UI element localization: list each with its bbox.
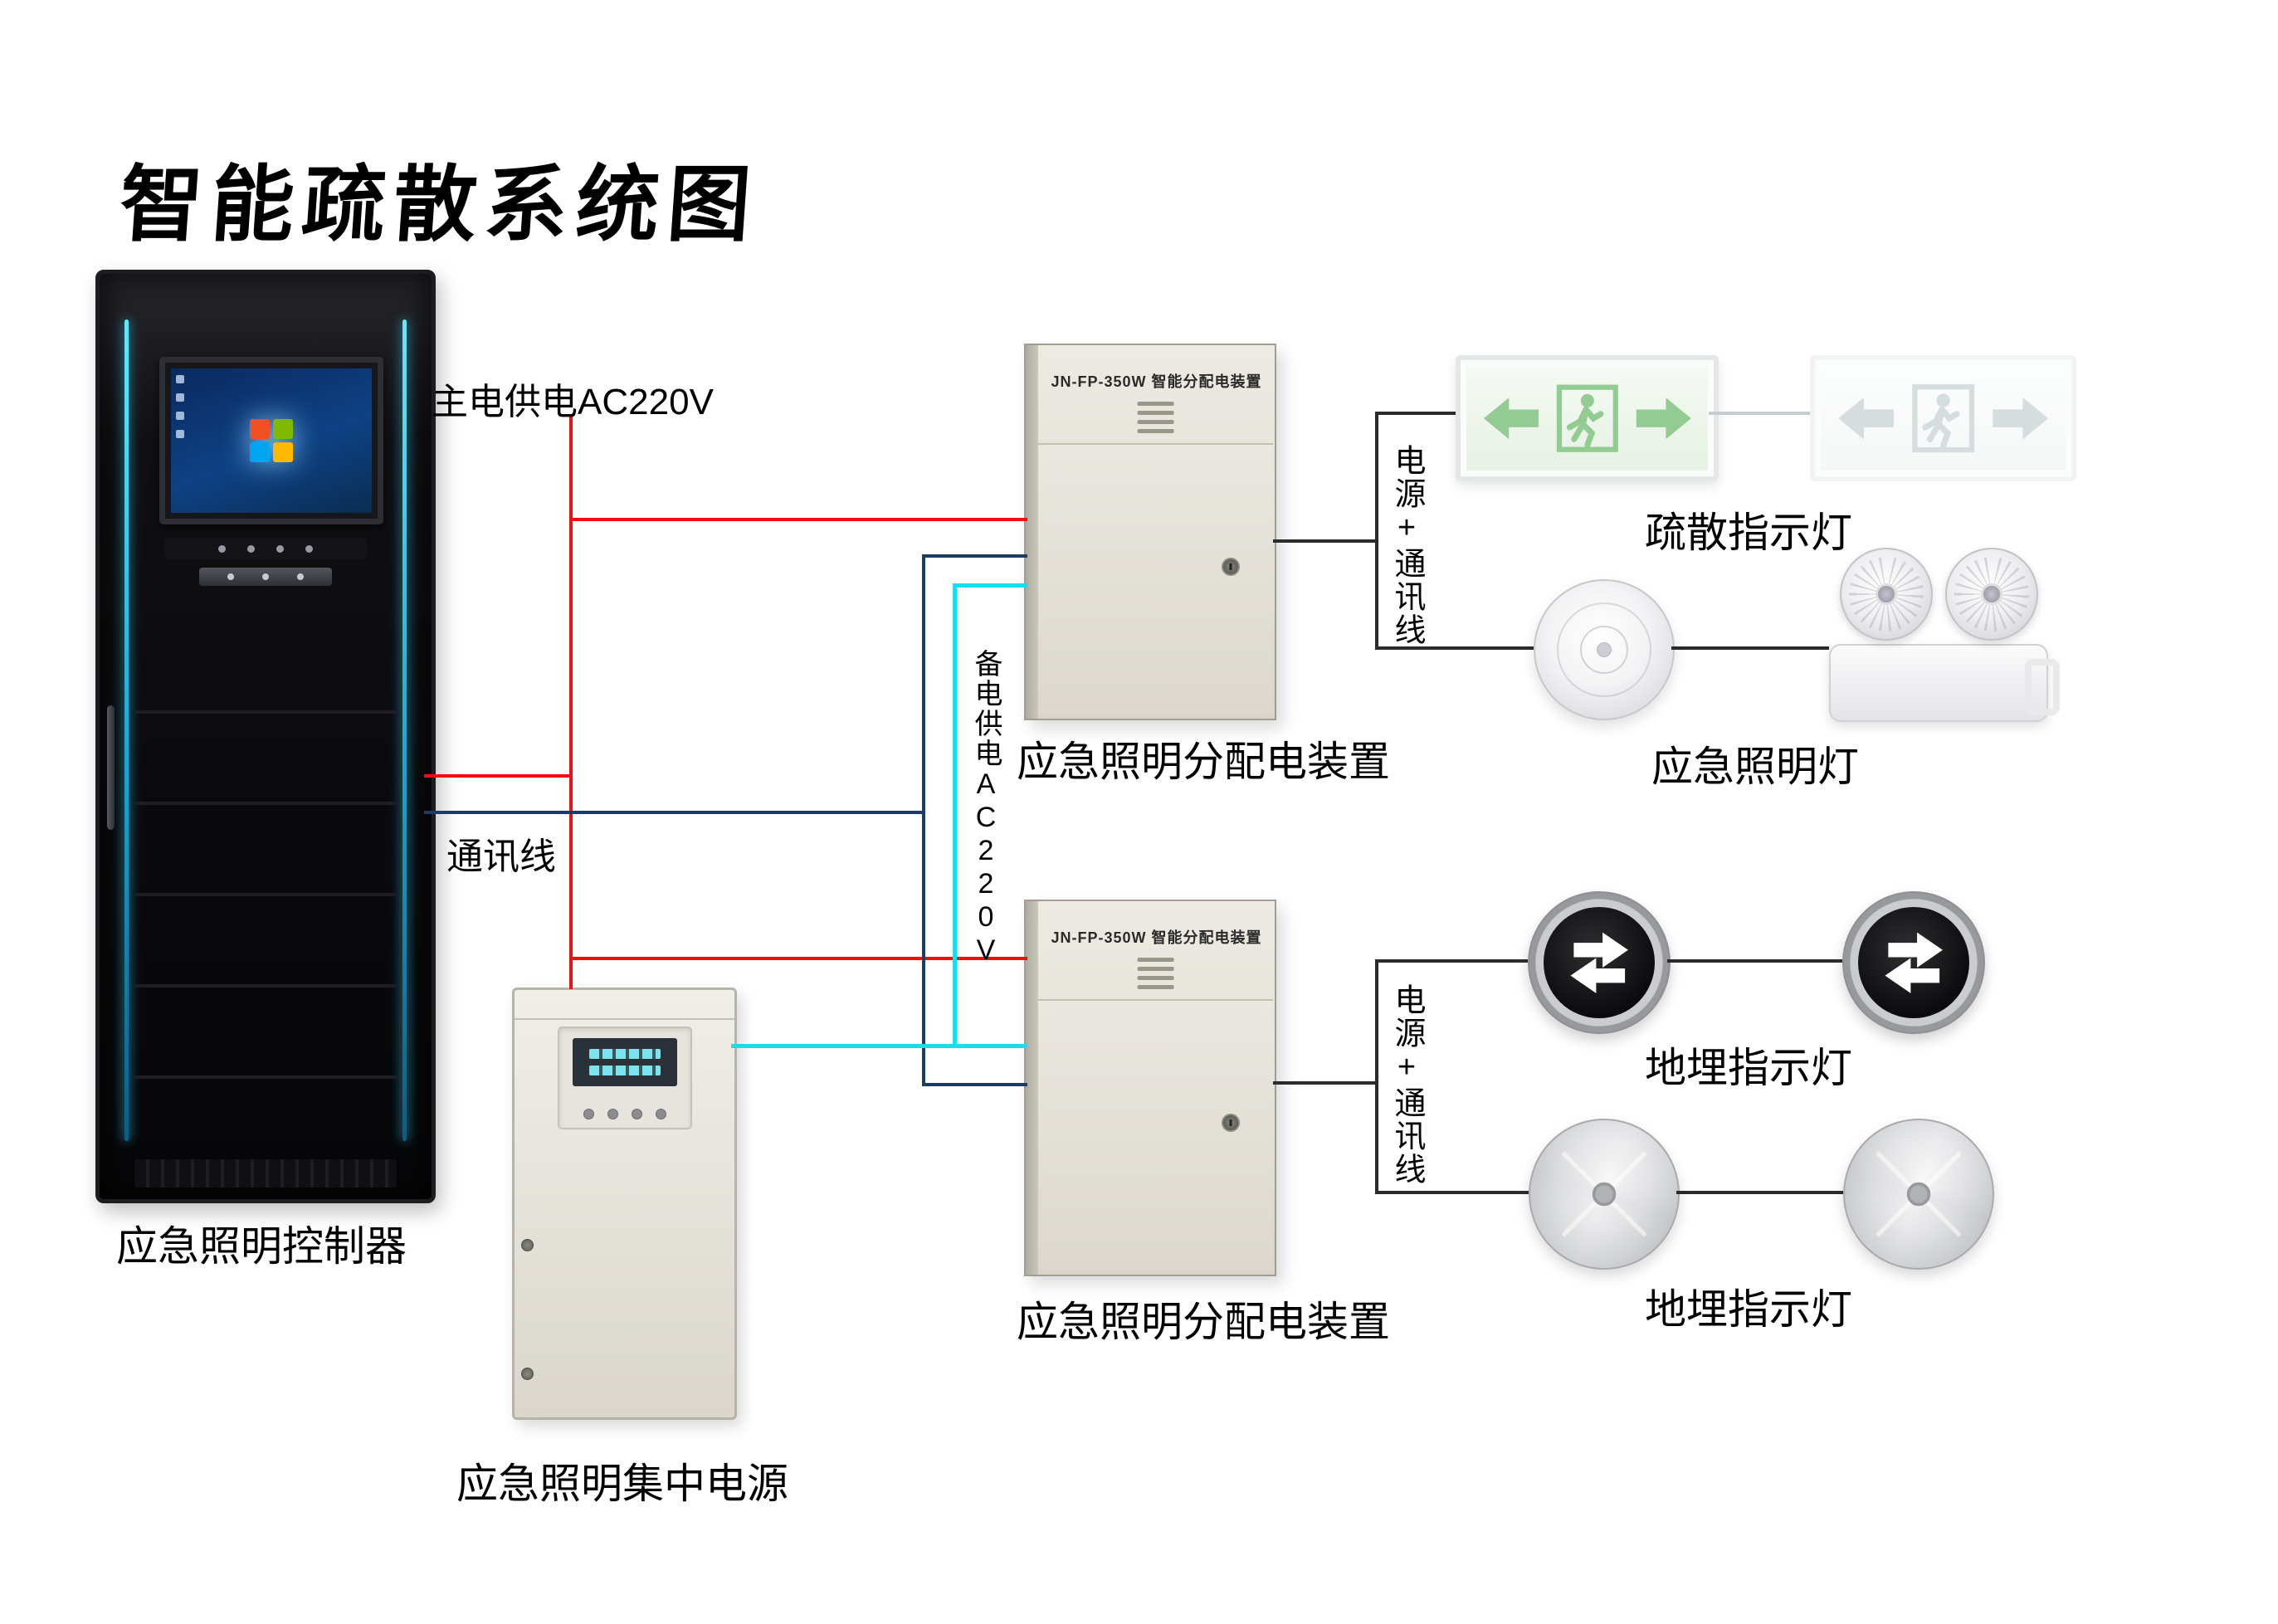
connector-to-black-light [1375,959,1528,963]
power-lcd-screen [573,1038,677,1086]
wire-comm-horizontal [424,811,925,814]
connector-sign-to-sign [1709,412,1810,415]
ground-light-pattern [1561,1151,1647,1237]
comm-label: 通讯线 [446,836,556,877]
ground-arrow-light-1 [1528,891,1671,1034]
controller-monitor [159,357,383,524]
double-arrow-icon [1885,932,1943,993]
wire-comm-to-box-top [922,554,1027,558]
twin-spot-emergency-light [1829,644,2060,722]
light-core [1544,907,1655,1018]
exit-sign-1 [1456,355,1719,481]
running-man-icon [1922,393,1960,449]
exit-sign-2 [1810,355,2076,481]
rack-shelves [134,622,397,1137]
backup-power-label: 备电供电AC220V [970,649,1002,968]
controller-cabinet [95,270,436,1203]
indicator-rows [1137,402,1174,433]
wire-comm-vertical [922,554,925,1086]
exit-sign-face [1466,366,1708,471]
light-core [1858,907,1969,1018]
connector-round-to-twin [1671,646,1829,650]
cabinet-seam [515,1018,734,1020]
wire-main-power-to-box-bottom [569,957,1027,960]
central-power-label: 应急照明集中电源 [456,1461,788,1507]
door-lock-icon [521,1239,534,1251]
wire-backup-vertical [953,583,957,1048]
distribution-box-model: JN-FP-350W 智能分配电装置 [1051,373,1262,390]
connector-boxtop-out [1273,539,1378,543]
box-door [1038,999,1273,1270]
cabinet-door-handle [107,705,115,830]
exit-sign-face [1821,366,2066,471]
ground-light-top-label: 地埋指示灯 [1645,1045,1852,1091]
box-side-face [1026,345,1038,719]
double-arrow-icon [1570,932,1628,993]
door-lock-icon [1222,558,1240,577]
central-power-cabinet [512,988,737,1420]
door-lock-icon [1222,1114,1240,1133]
door-frame-icon [1556,384,1618,452]
power-comm-bottom-label: 电源+通讯线 [1389,983,1424,1186]
box-side-face [1026,901,1038,1275]
distribution-box-model: JN-FP-350W 智能分配电装置 [1051,929,1262,946]
emergency-light-label: 应急照明灯 [1651,744,1859,790]
distribution-box-bottom-label: 应急照明分配电装置 [1017,1299,1390,1345]
carry-handle [2025,659,2060,715]
connector-top-vertical [1375,412,1378,650]
diagram-title: 智能疏散系统图 [116,159,763,251]
arrow-right-icon [1993,397,2048,440]
ground-light-bottom-label: 地埋指示灯 [1645,1286,1852,1333]
power-display-panel [558,1027,692,1129]
cabinet-button-panel [164,538,367,559]
connector-black-to-black [1667,959,1842,963]
distribution-box-top: JN-FP-350W 智能分配电装置 [1024,344,1276,720]
lamp-head-right [1945,548,2038,641]
wire-backup-horizontal [731,1044,1027,1048]
cabinet-led-strip-left [124,319,129,1141]
lamp-head-left [1840,548,1933,641]
cabinet-knob-panel [199,568,332,586]
monitor-screen [171,368,372,513]
exit-pictogram [1838,383,2048,453]
distribution-box-top-label: 应急照明分配电装置 [1017,739,1390,785]
cabinet-led-strip-right [402,319,407,1141]
power-comm-top-label: 电源+通讯线 [1389,444,1424,646]
connector-to-metal-light [1375,1191,1529,1194]
power-buttons [559,1109,690,1119]
wire-backup-to-box-top [953,583,1027,588]
wire-main-power-to-box-top [569,518,1027,521]
desktop-icons [176,375,184,438]
arrow-left-icon [1838,397,1894,440]
wire-main-power-to-controller [424,774,573,778]
ground-arrow-light-2 [1842,891,1985,1034]
connector-boxbottom-out [1273,1081,1378,1085]
wire-main-power-vertical [569,415,573,989]
ceiling-emergency-light [1534,579,1675,720]
running-man-icon [1566,393,1604,448]
indicator-rows [1137,958,1174,989]
connector-bottom-vertical [1375,959,1378,1194]
connector-to-round-light [1375,646,1534,650]
ground-metal-light-1 [1529,1119,1680,1270]
box-door [1038,443,1273,714]
ground-metal-light-2 [1843,1119,1994,1270]
connector-to-exit-sign [1375,412,1456,415]
main-power-label: 主电供电AC220V [432,382,714,422]
windows-logo-icon [250,419,293,462]
arrow-right-icon [1636,397,1691,439]
distribution-box-bottom: JN-FP-350W 智能分配电装置 [1024,900,1276,1276]
connector-metal-to-metal [1676,1191,1843,1194]
cabinet-vent [134,1159,397,1188]
wire-comm-to-box-bottom [922,1083,1027,1086]
light-center [1597,642,1612,657]
controller-label: 应急照明控制器 [116,1223,407,1270]
door-frame-icon [1912,383,1974,453]
arrow-left-icon [1483,397,1539,439]
exit-pictogram [1483,384,1691,452]
exit-sign-label: 疏散指示灯 [1645,510,1852,556]
ground-light-pattern [1876,1151,1962,1237]
door-lock-icon [521,1368,534,1380]
